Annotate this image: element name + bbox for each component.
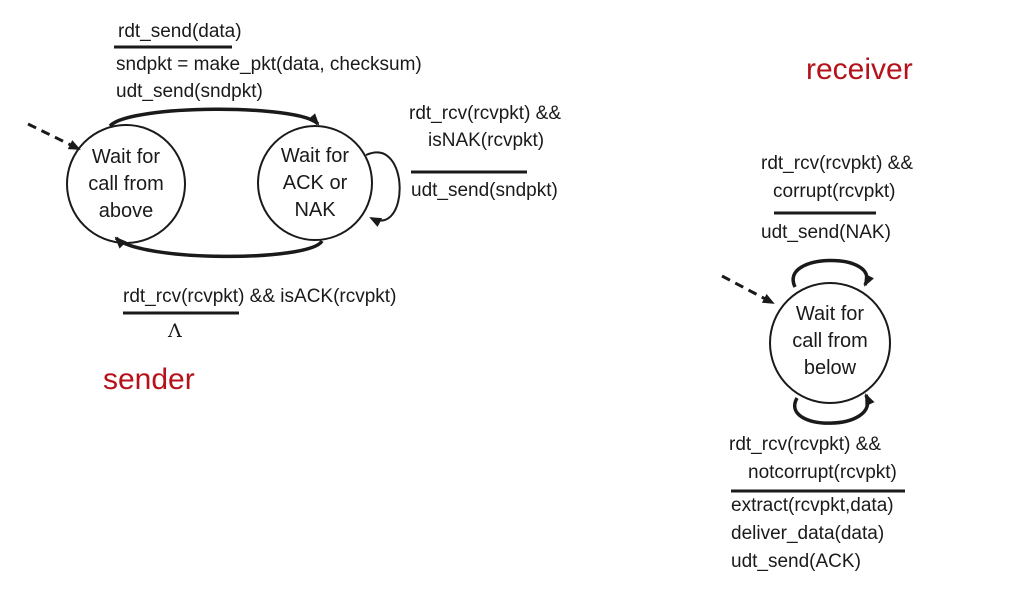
send-event-label: rdt_send(data) xyxy=(118,21,242,42)
state-label-line: Wait for xyxy=(795,303,865,325)
notcorrupt-action-label: udt_send(ACK) xyxy=(731,551,861,572)
nak-action-label: udt_send(sndpkt) xyxy=(411,180,558,201)
sender-initial-arrow xyxy=(27,122,81,151)
transition-nak-loop xyxy=(365,151,401,227)
transition-corrupt-loop xyxy=(791,258,875,288)
corrupt-event-label: corrupt(rcvpkt) xyxy=(773,181,896,202)
send-action-label: udt_send(sndpkt) xyxy=(116,81,263,102)
send-action-label: sndpkt = make_pkt(data, checksum) xyxy=(116,54,422,75)
transition-ack-arrow xyxy=(114,236,324,259)
state-wait-above: Wait for call from above xyxy=(67,144,185,225)
transition-notcorrupt-loop xyxy=(792,393,875,425)
state-label-line: below xyxy=(803,357,857,379)
corrupt-action-label: udt_send(NAK) xyxy=(761,222,891,243)
receiver-initial-arrow xyxy=(721,274,775,305)
nak-event-label: isNAK(rcvpkt) xyxy=(428,130,545,151)
notcorrupt-action-label: deliver_data(data) xyxy=(731,523,885,544)
receiver-title: receiver xyxy=(806,53,913,86)
ack-action-lambda: Λ xyxy=(168,320,182,342)
notcorrupt-event-label: notcorrupt(rcvpkt) xyxy=(748,462,897,483)
state-label-line: above xyxy=(98,200,154,222)
state-label-line: ACK or xyxy=(282,172,348,194)
transition-send-arrow xyxy=(108,107,320,128)
state-label-line: call from xyxy=(88,173,164,195)
nak-event-label: rdt_rcv(rcvpkt) && xyxy=(409,103,562,124)
state-wait-below: Wait for call from below xyxy=(770,301,890,382)
notcorrupt-event-label: rdt_rcv(rcvpkt) && xyxy=(729,434,882,455)
state-wait-below-circle xyxy=(769,282,891,404)
state-label-line: NAK xyxy=(294,199,336,221)
corrupt-event-label: rdt_rcv(rcvpkt) && xyxy=(761,153,914,174)
state-wait-ack-nak-circle xyxy=(257,125,373,241)
state-label-line: call from xyxy=(792,330,868,352)
ack-event-label: rdt_rcv(rcvpkt) && isACK(rcvpkt) xyxy=(123,286,397,307)
state-label-line: Wait for xyxy=(280,145,350,167)
sender-title: sender xyxy=(103,363,195,396)
notcorrupt-action-label: extract(rcvpkt,data) xyxy=(731,495,894,516)
state-wait-ack-nak: Wait for ACK or NAK xyxy=(258,143,372,224)
state-label-line: Wait for xyxy=(91,146,161,168)
